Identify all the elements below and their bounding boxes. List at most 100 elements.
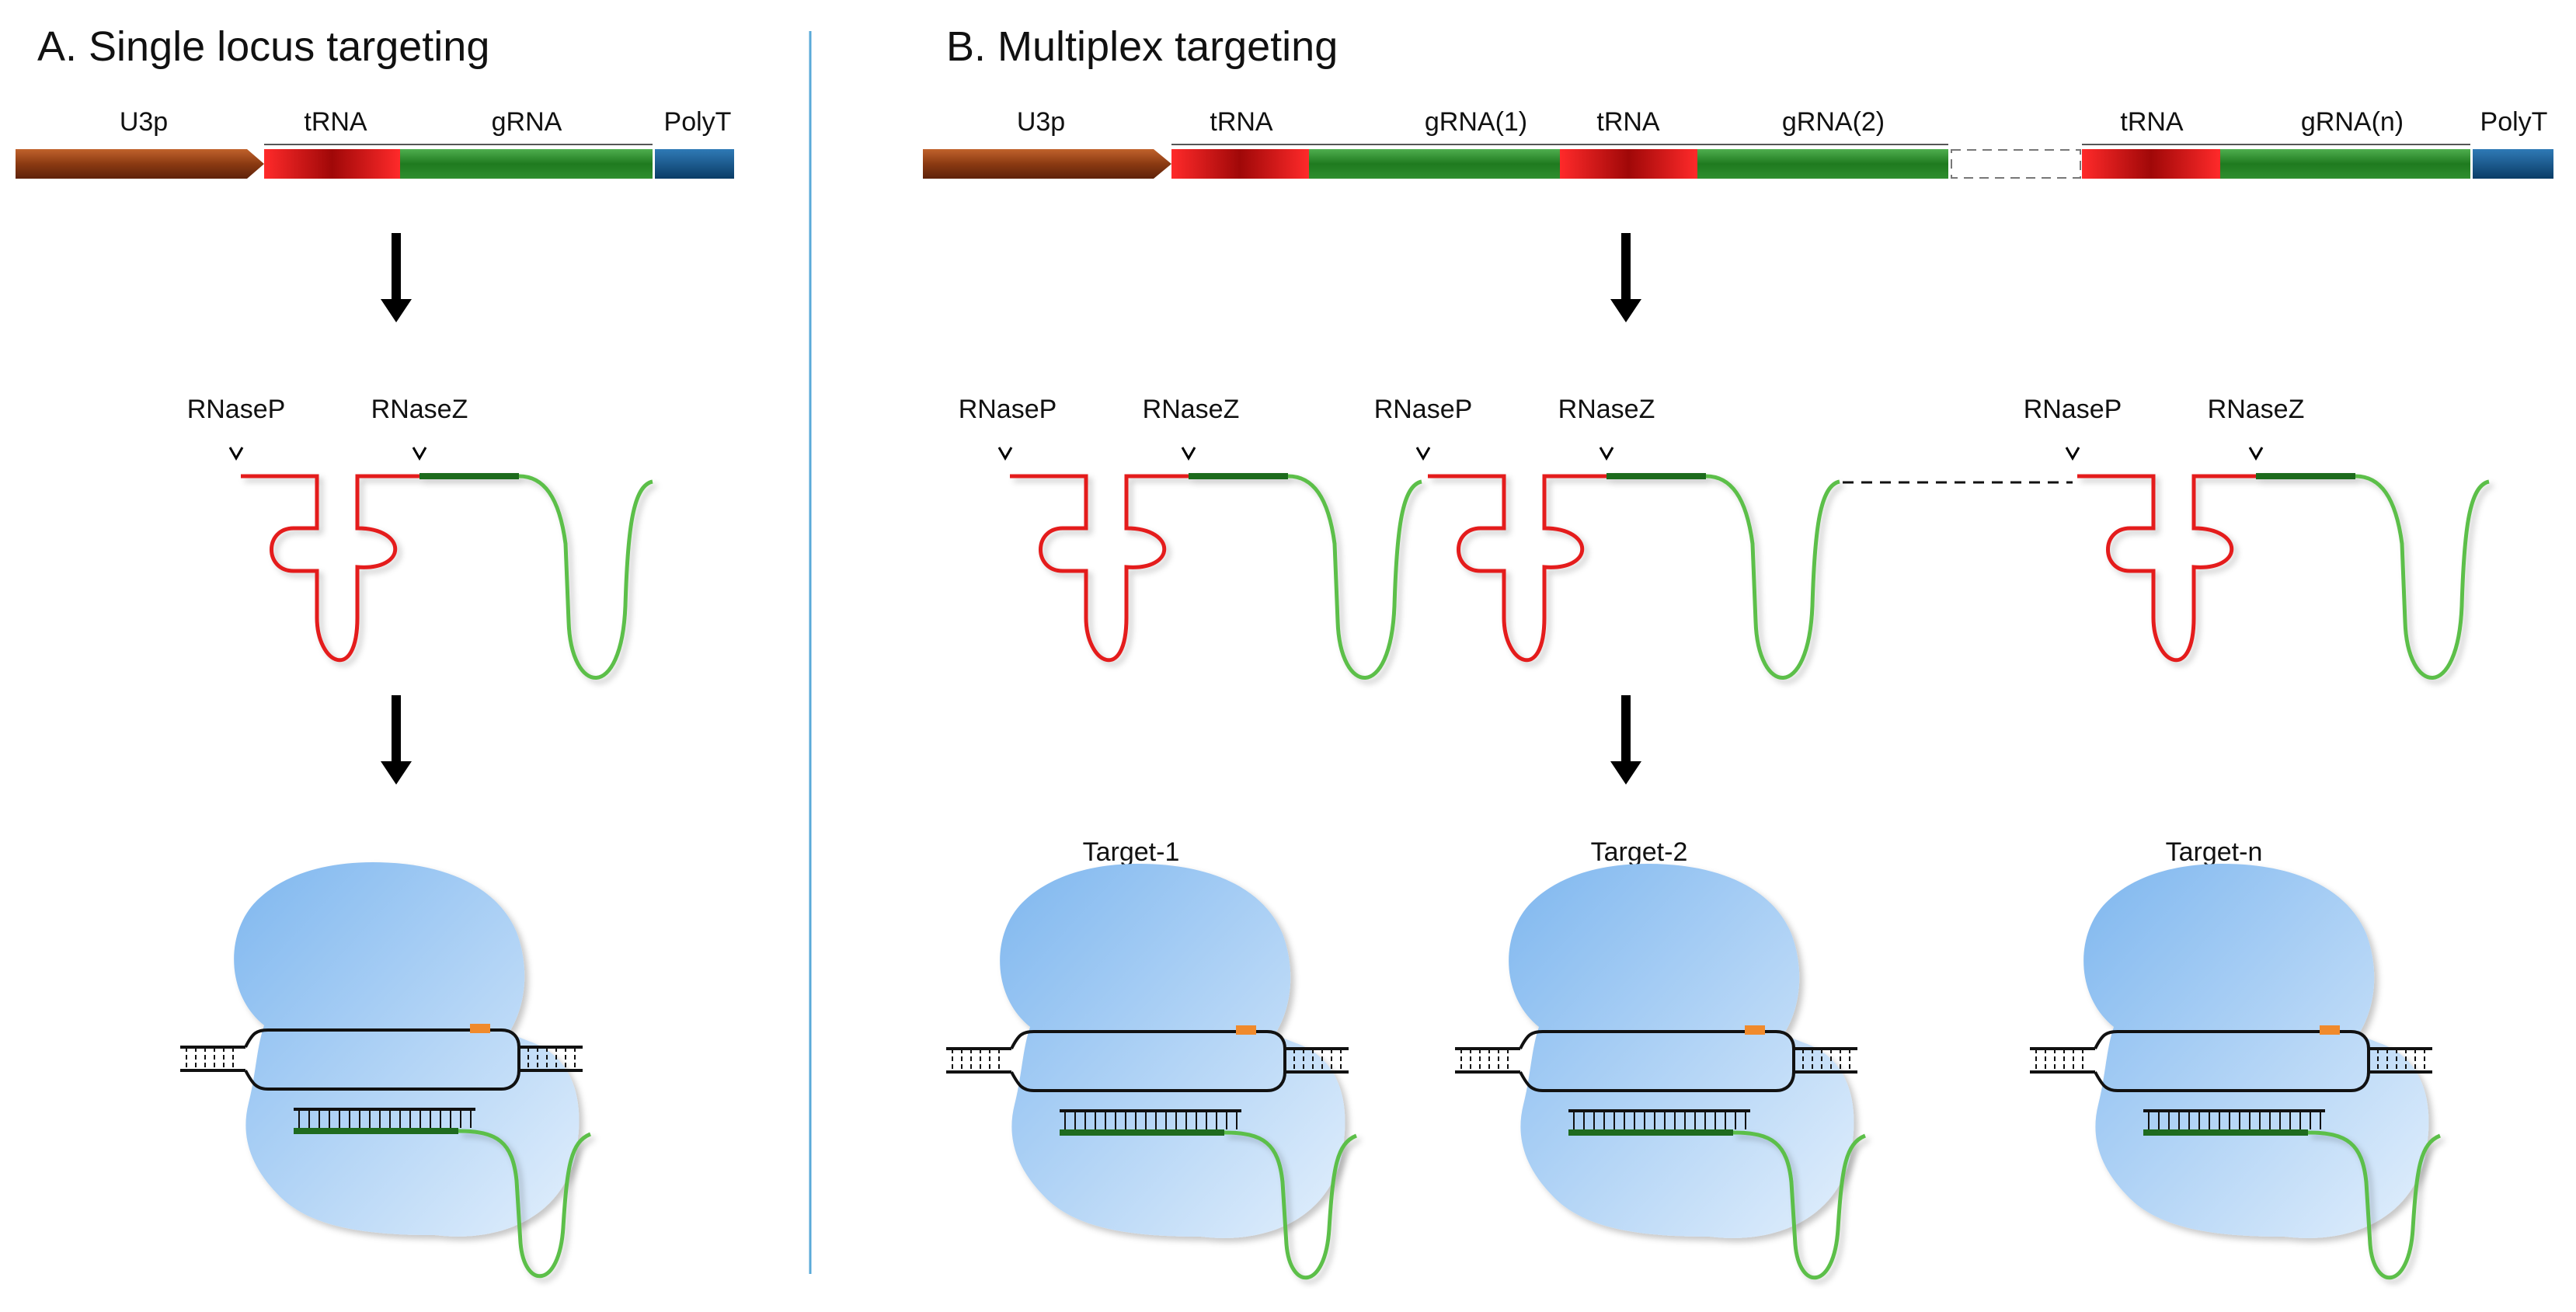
panel-b-title: B. Multiplex targeting bbox=[946, 23, 1338, 70]
panel-a-title: A. Single locus targeting bbox=[37, 23, 489, 70]
grna-scaffold-n bbox=[2355, 474, 2490, 680]
rnasep-mark-1 bbox=[997, 447, 1013, 461]
rnasez-cleavage-mark bbox=[412, 447, 427, 461]
promoter-arrow bbox=[16, 149, 264, 179]
cas9-complex-target-n bbox=[2030, 864, 2442, 1280]
dna-bubble bbox=[1010, 1030, 1286, 1092]
panel-b-transcripts: RNaseP RNaseZ RNaseP RNaseZ bbox=[959, 395, 2490, 680]
trna-label: tRNA bbox=[304, 107, 367, 137]
bound-grna-scaffold bbox=[1732, 1130, 1867, 1280]
cas9-protein bbox=[234, 862, 580, 1237]
rnasez-label-1: RNaseZ bbox=[1143, 395, 1240, 424]
transcript-unit-n: RNaseP RNaseZ bbox=[2024, 395, 2490, 680]
rnasep-cleavage-mark bbox=[228, 447, 244, 461]
rnasep-mark-n bbox=[2065, 447, 2080, 461]
grna1-spacer-block bbox=[1309, 149, 1397, 179]
trna1-label: tRNA bbox=[1210, 107, 1273, 137]
rna-dna-rungs bbox=[1573, 1111, 1746, 1129]
panel-a: A. Single locus targeting U3p tRNA gRNA … bbox=[16, 23, 734, 1279]
polyt-label: PolyT bbox=[664, 107, 732, 137]
dna-left-rungs bbox=[2035, 1049, 2083, 1072]
target-2-label: Target-2 bbox=[1591, 837, 1688, 867]
rna-dna-rungs bbox=[298, 1109, 472, 1128]
trna2-block bbox=[1560, 149, 1697, 179]
transcript-unit-1: RNaseP RNaseZ bbox=[959, 395, 1422, 680]
trnan-label: tRNA bbox=[2120, 107, 2184, 137]
cas9-protein bbox=[1509, 864, 1854, 1238]
polyt-block-b bbox=[2473, 149, 2553, 179]
promoter-label-b: U3p bbox=[1017, 107, 1065, 137]
promoter-label: U3p bbox=[120, 107, 168, 137]
transcript-unit-2: RNaseP RNaseZ bbox=[1374, 395, 1840, 680]
down-arrow-b2 bbox=[1610, 695, 1641, 785]
pam-site bbox=[1745, 1025, 1765, 1035]
rnasep-label-n: RNaseP bbox=[2024, 395, 2122, 424]
grnan-scaffold-block bbox=[2307, 149, 2470, 179]
dna-right-rungs bbox=[1293, 1049, 1342, 1072]
grna1-label: gRNA(1) bbox=[1425, 107, 1527, 137]
bound-grna-scaffold bbox=[2307, 1130, 2442, 1280]
bound-grna-scaffold bbox=[458, 1129, 592, 1279]
dna-bubble bbox=[244, 1028, 520, 1091]
dna-bubble bbox=[1519, 1030, 1795, 1092]
grna2-label: gRNA(2) bbox=[1782, 107, 1885, 137]
grna-label: gRNA bbox=[492, 107, 562, 137]
trna2-label: tRNA bbox=[1596, 107, 1660, 137]
trnan-block bbox=[2082, 149, 2220, 179]
panel-a-construct: U3p tRNA gRNA PolyT bbox=[16, 107, 734, 179]
panel-b: B. Multiplex targeting U3p tRNA gRNA(1) … bbox=[923, 23, 2553, 1280]
rnasep-label-1: RNaseP bbox=[959, 395, 1057, 424]
grna-scaffold-block bbox=[489, 149, 653, 179]
grna1-scaffold-block bbox=[1397, 149, 1560, 179]
dna-left-rungs bbox=[186, 1047, 234, 1070]
trna-structure-n bbox=[2077, 474, 2256, 663]
panel-a-transcript: RNaseP RNaseZ bbox=[187, 395, 653, 680]
dna-left-rungs bbox=[1460, 1049, 1509, 1072]
repeat-placeholder bbox=[1951, 149, 2081, 179]
rnasep-label-2: RNaseP bbox=[1374, 395, 1473, 424]
rnasez-mark-2 bbox=[1599, 447, 1614, 461]
pam-site bbox=[2320, 1025, 2340, 1035]
pam-site bbox=[1236, 1025, 1256, 1035]
polyt-block bbox=[655, 149, 734, 179]
grna2-spacer-block bbox=[1697, 149, 1785, 179]
dna-right-rungs bbox=[1802, 1049, 1850, 1072]
down-arrow-2 bbox=[381, 695, 412, 785]
grna2-scaffold-block bbox=[1785, 149, 1948, 179]
target-1-label: Target-1 bbox=[1083, 837, 1180, 867]
trna1-block bbox=[1171, 149, 1309, 179]
grna-spacer-block bbox=[400, 149, 489, 179]
trna-block bbox=[264, 149, 400, 179]
target-n-label: Target-n bbox=[2166, 837, 2263, 867]
polyt-label-b: PolyT bbox=[2480, 107, 2548, 137]
rnasez-label-n: RNaseZ bbox=[2208, 395, 2305, 424]
rna-dna-rungs bbox=[1064, 1111, 1238, 1129]
trna-structure-2 bbox=[1428, 474, 1607, 663]
pam-site bbox=[470, 1024, 490, 1033]
dna-right-rungs bbox=[527, 1047, 576, 1070]
rnasep-mark-2 bbox=[1415, 447, 1431, 461]
down-arrow-1 bbox=[381, 233, 412, 322]
rnasez-mark-n bbox=[2248, 447, 2264, 461]
rnasez-mark-1 bbox=[1181, 447, 1196, 461]
trna-structure-1 bbox=[1010, 474, 1189, 663]
cas9-complex-a bbox=[180, 862, 592, 1279]
promoter-arrow-b bbox=[923, 149, 1171, 179]
rnasez-label-2: RNaseZ bbox=[1558, 395, 1655, 424]
dna-right-rungs bbox=[2377, 1049, 2425, 1072]
bound-grna-scaffold bbox=[1224, 1130, 1358, 1280]
trna-structure bbox=[241, 474, 419, 663]
dna-left-rungs bbox=[952, 1049, 1000, 1072]
cas9-complex-target-1 bbox=[946, 864, 1358, 1280]
cas9-complex-target-2 bbox=[1455, 864, 1867, 1280]
grnan-spacer-block bbox=[2220, 149, 2307, 179]
cas9-protein bbox=[2083, 864, 2429, 1238]
grna-scaffold-2 bbox=[1705, 474, 1840, 680]
grnan-label: gRNA(n) bbox=[2301, 107, 2404, 137]
cas9-protein bbox=[1000, 864, 1345, 1238]
rnasep-label: RNaseP bbox=[187, 395, 286, 424]
dna-bubble bbox=[2094, 1030, 2370, 1092]
rna-dna-rungs bbox=[2148, 1111, 2321, 1129]
panel-b-construct: U3p tRNA gRNA(1) tRNA gRNA(2) tRNA gRNA(… bbox=[923, 107, 2553, 179]
